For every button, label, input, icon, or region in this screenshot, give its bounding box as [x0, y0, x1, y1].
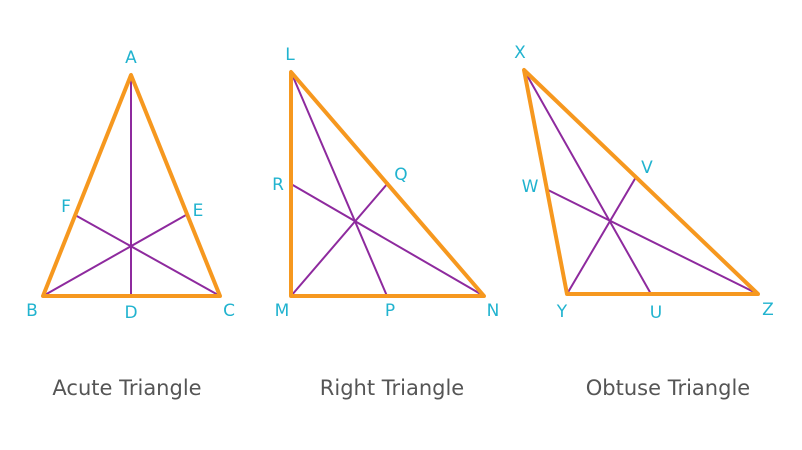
obtuse-vertex-y-label: Y — [556, 302, 568, 322]
acute-triangle — [41, 73, 222, 298]
acute-median-c-f — [74, 214, 221, 297]
right-vertex-m-label: M — [275, 301, 290, 321]
right-median-m-q — [290, 182, 389, 297]
right-triangle-group: L M N P Q R Right Triangle — [272, 45, 499, 400]
right-midpoint-p-label: P — [385, 301, 395, 321]
obtuse-midpoint-w-label: W — [522, 177, 539, 197]
obtuse-triangle — [522, 68, 760, 296]
obtuse-midpoint-u-label: U — [650, 303, 662, 323]
right-median-l-p — [290, 71, 388, 297]
right-vertex-l-label: L — [285, 45, 295, 65]
right-midpoint-r-label: R — [272, 175, 284, 195]
obtuse-vertex-x-label: X — [514, 43, 526, 63]
acute-triangle-group: A B C D E F Acute Triangle — [26, 48, 235, 400]
right-vertex-n-label: N — [487, 301, 500, 321]
acute-median-b-e — [42, 214, 187, 297]
acute-midpoint-f-label: F — [61, 197, 71, 217]
right-triangle-caption: Right Triangle — [320, 376, 464, 400]
right-midpoint-q-label: Q — [394, 165, 407, 185]
obtuse-triangle-group: X Y Z U V W Obtuse Triangle — [514, 43, 774, 400]
acute-midpoint-e-label: E — [193, 201, 204, 221]
right-median-n-r — [290, 183, 485, 297]
acute-vertex-a-label: A — [125, 48, 137, 68]
obtuse-midpoint-v-label: V — [641, 158, 653, 178]
acute-triangle-caption: Acute Triangle — [52, 376, 201, 400]
acute-vertex-b-label: B — [26, 301, 38, 321]
right-triangle — [289, 70, 486, 298]
acute-vertex-c-label: C — [223, 301, 235, 321]
obtuse-median-z-w — [545, 188, 759, 295]
acute-midpoint-d-label: D — [124, 303, 137, 323]
obtuse-triangle-caption: Obtuse Triangle — [586, 376, 750, 400]
obtuse-vertex-z-label: Z — [762, 300, 774, 320]
obtuse-median-y-v — [566, 176, 637, 295]
obtuse-median-x-u — [523, 69, 652, 295]
